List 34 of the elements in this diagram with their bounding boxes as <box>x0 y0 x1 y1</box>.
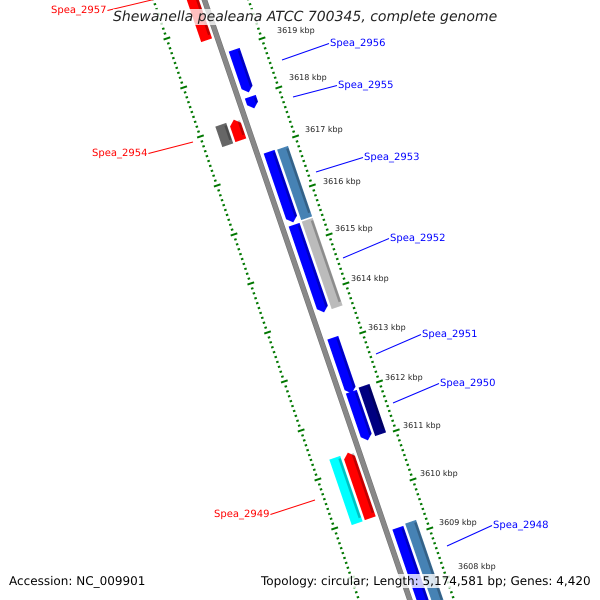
gene-label: Spea_2954 <box>92 148 148 159</box>
title: Shewanella pealeana ATCC 700345, complete genome <box>113 9 498 25</box>
gene-label: Spea_2956 <box>330 38 386 49</box>
gene-label: Spea_2948 <box>493 520 548 531</box>
leader-line <box>292 85 338 98</box>
gene-label: Spea_2953 <box>364 152 420 163</box>
gene-label: Spea_2950 <box>440 378 496 389</box>
tick-label: 3611 kbp <box>403 421 441 430</box>
leader-line <box>282 43 330 60</box>
accession-text: Accession: NC_009901 <box>9 574 146 588</box>
leader-line <box>270 500 316 515</box>
gene-label: Spea_2952 <box>390 233 446 244</box>
gene-label: Spea_2955 <box>338 80 394 91</box>
leader-line <box>316 157 364 172</box>
tick-label: 3618 kbp <box>289 73 327 82</box>
leader-line <box>446 525 492 546</box>
tick-label: 3614 kbp <box>351 274 389 283</box>
leader-line <box>148 142 194 154</box>
tick-label: 3608 kbp <box>458 562 496 571</box>
tick-label: 3619 kbp <box>277 26 315 35</box>
tick-label: 3616 kbp <box>323 177 361 186</box>
tick-label: 3617 kbp <box>305 125 343 134</box>
leader-line <box>342 238 390 258</box>
tick-label: 3615 kbp <box>335 224 373 233</box>
gene-label: Spea_2957 <box>51 5 106 16</box>
genome-stats-text: Topology: circular; Length: 5,174,581 bp; Genes: 4,420 <box>261 574 591 588</box>
gene-label: Spea_2949 <box>214 509 270 520</box>
tick-label: 3613 kbp <box>368 323 406 332</box>
tick-label: 3610 kbp <box>420 469 458 478</box>
tick-label: 3609 kbp <box>439 518 477 527</box>
leader-line <box>392 383 440 404</box>
gene-label: Spea_2951 <box>422 329 478 340</box>
leader-line <box>376 334 422 354</box>
tick-label: 3612 kbp <box>385 373 423 382</box>
